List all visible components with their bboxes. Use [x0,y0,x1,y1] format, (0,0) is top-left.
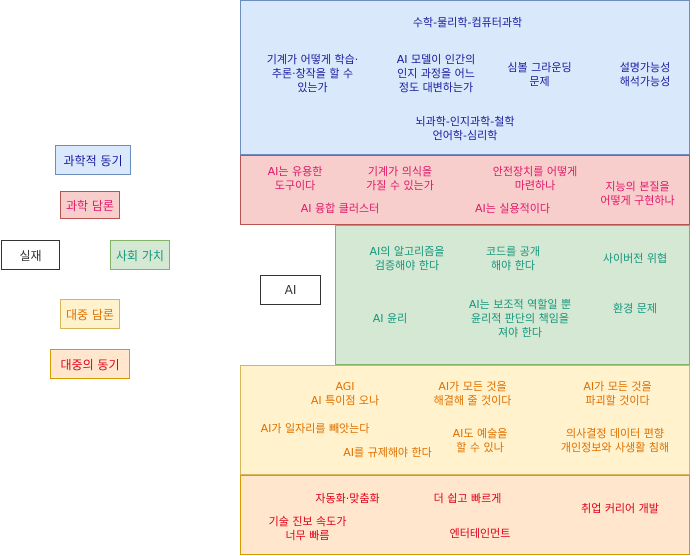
public-motive-item-career: 취업 커리어 개발 [581,502,659,515]
social-value-item-cyberwar: 사이버전 위협 [602,252,668,265]
public-discourse-item-bias: 의사결정 데이터 편향 개인정보와 사생활 침해 [560,427,670,454]
public-discourse-item-agi: AGI AI 특이점 오나 [310,380,380,407]
social-value-item-responsibility: AI는 보조적 역할일 뿐 윤리적 판단의 책임을 져야 한다 [468,298,572,339]
legend-science-discourse-label: 과학 담론 [66,198,114,213]
public-discourse-band [240,365,690,475]
public-motive-item-entertainment: 엔터테인먼트 [449,527,511,540]
public-discourse-item-art: AI도 예술을 할 수 있나 [452,427,508,454]
public-discourse-item-solve: AI가 모든 것을 해결해 줄 것이다 [433,380,512,407]
legend-reality: 실재 [1,240,60,270]
ai-node-label: AI [284,283,297,297]
science-discourse-item-cluster: AI 융합 클러스터 [300,202,380,215]
legend-reality-label: 실재 [19,248,42,263]
science-discourse-item-safety: 안전장치를 어떻게 마련하나 [492,165,578,192]
science-discourse-item-consciousness: 기계가 의식을 가질 수 있는가 [366,165,434,192]
public-motive-band [240,475,690,555]
science-motive-item-cognition: AI 모델이 인간의 인지 과정을 어느 정도 대변하는가 [396,53,476,94]
legend-science-motive: 과학적 동기 [55,145,131,175]
legend-science-discourse: 과학 담론 [60,191,120,219]
social-value-item-opensource: 코드를 공개 해야 한다 [485,245,541,272]
legend-social-value: 사회 가치 [110,240,170,270]
legend-social-value-label: 사회 가치 [116,248,164,263]
science-motive-footer: 뇌과학-인지과학-철학 언어학-심리학 [415,115,515,142]
public-motive-item-faster: 더 쉽고 빠르게 [433,492,502,505]
public-motive-item-pace: 기술 진보 속도가 너무 빠름 [268,515,347,542]
science-discourse-band [240,155,690,225]
science-motive-band [240,0,690,155]
public-motive-item-automation: 자동화·맞춤화 [315,492,380,505]
science-motive-item-explainability: 설명가능성 해석가능성 [619,61,671,88]
legend-public-motive-label: 대중의 동기 [60,357,120,372]
public-discourse-item-destroy: AI가 모든 것을 파괴할 것이다 [583,380,652,407]
public-discourse-item-regulate: AI를 규제해야 한다 [343,446,432,459]
public-discourse-item-jobs: AI가 일자리를 빼앗는다 [260,422,370,435]
science-discourse-item-tool: AI는 유용한 도구이다 [267,165,323,192]
science-motive-item-grounding: 심볼 그라운딩 문제 [507,61,572,88]
science-motive-header: 수학-물리학-컴퓨터과학 [412,16,523,29]
legend-public-discourse-label: 대중 담론 [66,307,114,322]
social-value-item-ethics: AI 윤리 [372,312,408,325]
social-value-band [335,225,690,365]
legend-public-motive: 대중의 동기 [50,349,130,379]
ai-node: AI [260,275,321,305]
legend-public-discourse: 대중 담론 [60,299,120,329]
science-discourse-item-intelligence: 지능의 본질을 어떻게 구현하나 [600,180,675,207]
social-value-item-environment: 환경 문제 [613,302,657,315]
science-motive-item-learning: 기계가 어떻게 학습· 추론·창작을 할 수 있는가 [266,53,359,94]
science-discourse-item-practical: AI는 실용적이다 [475,202,550,215]
social-value-item-verify: AI의 알고리즘을 검증해야 한다 [369,245,445,272]
legend-science-motive-label: 과학적 동기 [63,153,123,168]
